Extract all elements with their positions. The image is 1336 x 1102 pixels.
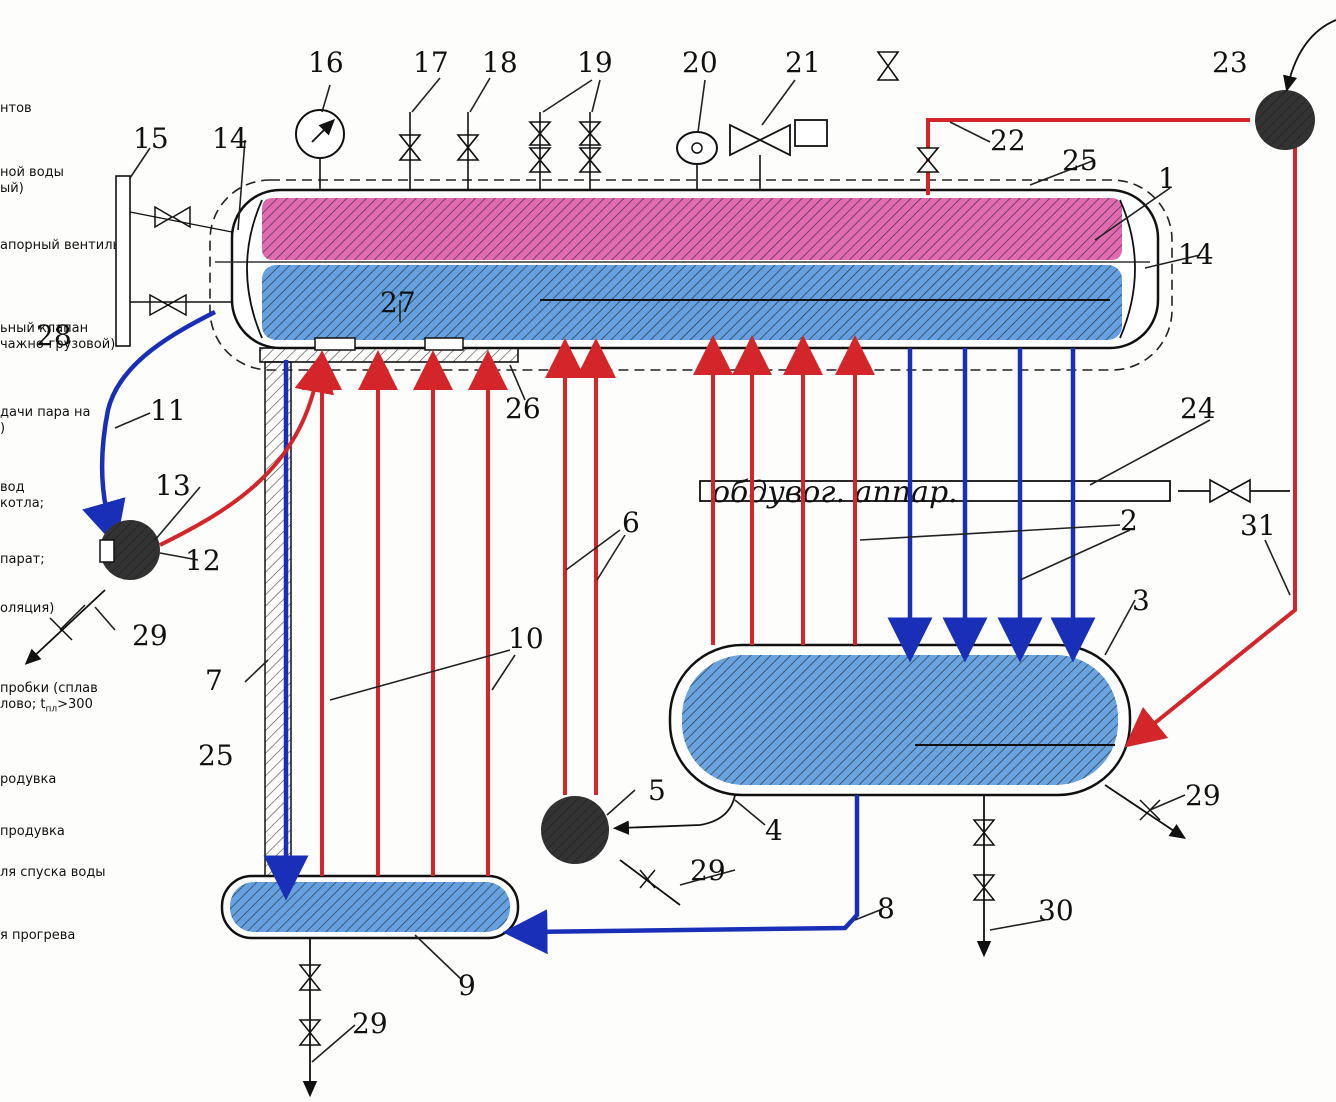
fusible-plug — [424, 337, 464, 351]
label-30: 30 — [1038, 894, 1074, 927]
label-7: 7 — [205, 664, 223, 697]
label-15: 15 — [133, 122, 169, 155]
legend-line: оляция) — [0, 601, 55, 616]
downcomers-right — [887, 348, 1096, 663]
steam-pipe — [159, 352, 335, 547]
legend-line: парат; — [0, 552, 45, 567]
legend-line: нтов — [0, 101, 32, 116]
legend-line: я прогрева — [0, 928, 76, 943]
label-29-c: 29 — [1185, 779, 1221, 812]
label-23: 23 — [1212, 46, 1248, 79]
label-16: 16 — [308, 46, 344, 79]
soot-blower — [699, 480, 1171, 502]
soot-blower-label: обдувог. аппар. — [712, 475, 958, 510]
label-21: 21 — [785, 46, 821, 79]
label-5: 5 — [648, 774, 666, 807]
risers-left — [302, 350, 508, 876]
drain-valves — [24, 589, 1186, 1098]
connecting-pipe — [502, 795, 860, 955]
label-14-right: 14 — [1178, 238, 1214, 271]
valves-top — [398, 51, 940, 190]
label-17: 17 — [413, 46, 449, 79]
risers-right — [693, 335, 875, 645]
callout-numbers: 1 2 3 4 5 6 7 8 9 10 11 12 13 14 14 15 1… — [36, 46, 1276, 1040]
fusible-plug — [314, 337, 356, 351]
insulation-outline — [209, 179, 1173, 371]
label-29-b: 29 — [690, 854, 726, 887]
water-gauge — [115, 175, 233, 347]
label-29-a: 29 — [132, 619, 168, 652]
label-3: 3 — [1132, 584, 1150, 617]
collector-5 — [541, 796, 609, 864]
feed-pipe — [82, 309, 217, 547]
label-10: 10 — [508, 622, 544, 655]
label-26: 26 — [505, 392, 541, 425]
label-20: 20 — [682, 46, 718, 79]
lower-left-collector — [220, 874, 520, 940]
support-plate — [259, 347, 519, 363]
label-25-top: 25 — [1062, 144, 1098, 177]
label-29-d: 29 — [352, 1007, 388, 1040]
label-24: 24 — [1180, 392, 1216, 425]
label-27: 27 — [380, 286, 416, 319]
pressure-gauge — [295, 109, 345, 190]
lower-drum — [668, 643, 1132, 797]
label-18: 18 — [482, 46, 518, 79]
label-31: 31 — [1240, 509, 1276, 542]
label-28: 28 — [36, 319, 72, 352]
legend-line: продувка — [0, 824, 65, 839]
label-14-left: 14 — [212, 122, 248, 155]
label-9: 9 — [458, 969, 476, 1002]
label-12: 12 — [185, 544, 221, 577]
label-8: 8 — [877, 892, 895, 925]
superheater-pipe — [1124, 145, 1297, 748]
legend-line: ля спуска воды — [0, 865, 106, 880]
collector-12 — [99, 520, 160, 580]
risers-middle — [545, 338, 616, 795]
legend-line: родувка — [0, 772, 57, 787]
upper-drum — [215, 188, 1160, 350]
label-2: 2 — [1120, 504, 1138, 537]
legend-line: апорный вентиль — [0, 238, 121, 253]
leader-lines — [94, 77, 1291, 1063]
label-19: 19 — [577, 46, 613, 79]
safety-valve — [729, 119, 828, 190]
label-4: 4 — [765, 814, 783, 847]
legend-line: дачи пара на) — [0, 405, 91, 436]
level-indicator — [676, 131, 718, 190]
label-25-left: 25 — [198, 739, 234, 772]
label-22: 22 — [990, 124, 1026, 157]
blowdown-pipe — [612, 794, 736, 835]
label-6: 6 — [622, 506, 640, 539]
label-11: 11 — [150, 394, 186, 427]
label-1: 1 — [1158, 162, 1176, 195]
collector-23 — [1255, 90, 1315, 150]
label-13: 13 — [155, 469, 191, 502]
